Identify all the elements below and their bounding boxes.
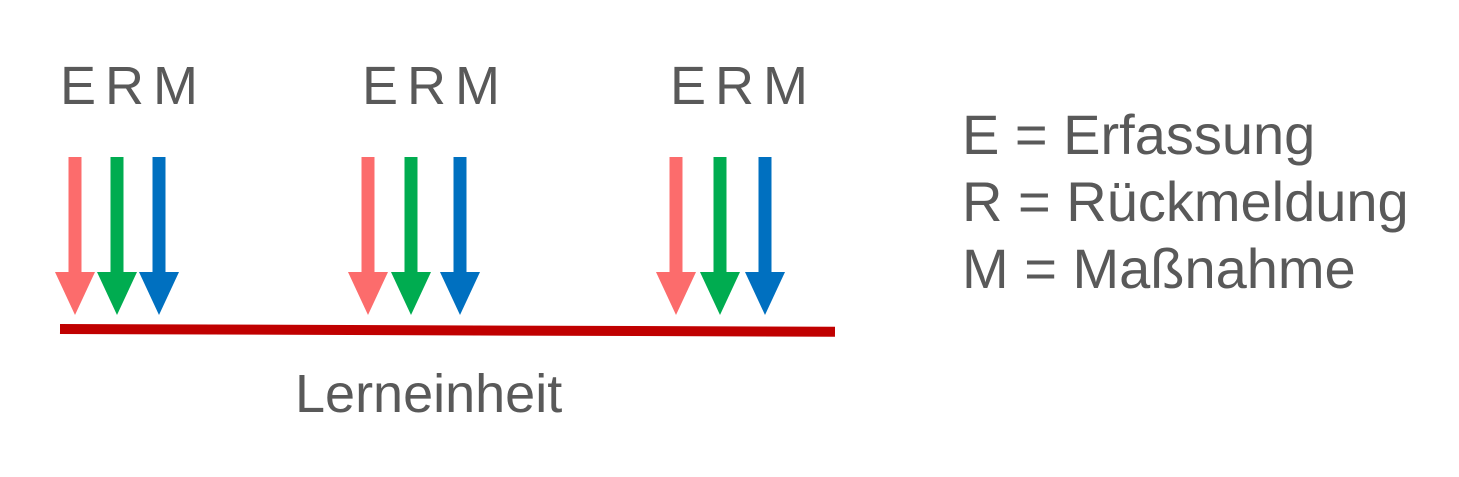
group2-massnahme-down-arrow-icon — [440, 157, 480, 315]
group3-rueckmeldung-down-arrow-icon — [700, 157, 740, 315]
legend-line-rueckmeldung: R = Rückmeldung — [962, 170, 1409, 233]
legend: E = Erfassung R = Rückmeldung M = Maßnah… — [962, 101, 1409, 302]
group1-massnahme-down-arrow-icon — [139, 157, 179, 315]
group3-erfassung-down-arrow-icon — [656, 157, 696, 315]
group1-erfassung-down-arrow-icon — [55, 157, 95, 315]
legend-line-massnahme: M = Maßnahme — [962, 237, 1356, 300]
group1-rueckmeldung-down-arrow-icon — [97, 157, 137, 315]
erm-group-2-label: ERM — [362, 56, 509, 116]
group3-massnahme-down-arrow-icon — [745, 157, 785, 315]
erm-group-3-label: ERM — [670, 56, 817, 116]
lerneinheit-timeline-bar — [59, 324, 836, 337]
group2-rueckmeldung-down-arrow-icon — [391, 157, 431, 315]
erm-group-1-label: ERM — [60, 56, 207, 116]
legend-line-erfassung: E = Erfassung — [962, 103, 1316, 166]
group2-erfassung-down-arrow-icon — [348, 157, 388, 315]
timeline-label: Lerneinheit — [295, 364, 563, 424]
